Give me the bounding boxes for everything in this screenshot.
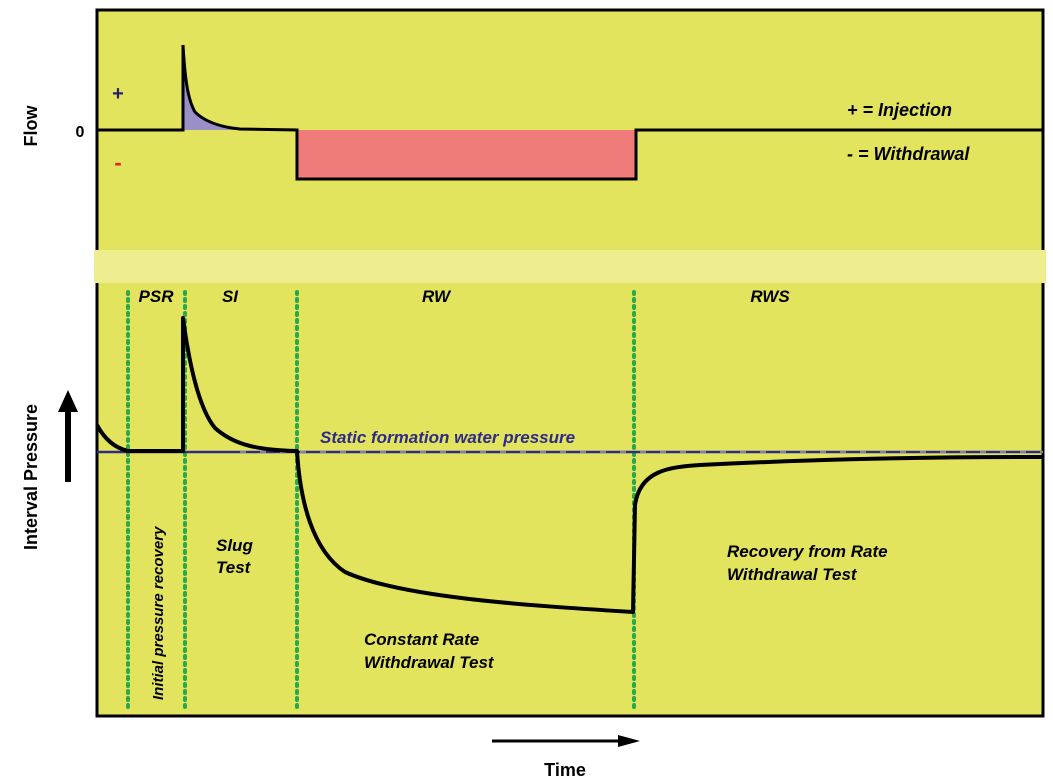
legend-injection: + = Injection — [847, 100, 952, 120]
diagram-frame — [95, 8, 1045, 718]
pressure-curve — [95, 316, 1044, 614]
flow-axis-label: Flow — [21, 105, 41, 147]
initial-recovery-label: Initial pressure recovery — [150, 526, 167, 700]
crw-label-2: Withdrawal Test — [364, 653, 495, 672]
injection-area — [183, 45, 240, 130]
recovery-label-2: Withdrawal Test — [727, 565, 858, 584]
frame-gap — [94, 250, 1046, 283]
phase-label-si: SI — [222, 287, 239, 306]
withdrawal-area — [297, 130, 636, 179]
legend-withdrawal: - = Withdrawal — [847, 144, 970, 164]
static-pressure-label: Static formation water pressure — [320, 428, 575, 447]
crw-label-1: Constant Rate — [364, 630, 479, 649]
flow-minus-sign: - — [114, 150, 121, 175]
time-arrow — [492, 735, 640, 747]
pressure-up-arrow — [58, 390, 78, 482]
phase-label-psr: PSR — [139, 287, 175, 306]
flow-curve — [97, 44, 1043, 181]
flow-plus-sign: + — [112, 83, 124, 105]
pressure-panel — [97, 283, 1043, 716]
phase-label-rws: RWS — [750, 287, 790, 306]
pressure-axis-label: Interval Pressure — [21, 404, 41, 550]
recovery-label-1: Recovery from Rate — [727, 542, 888, 561]
phase-label-rw: RW — [422, 287, 452, 306]
slug-test-label-1: Slug — [216, 536, 253, 555]
time-axis-label: Time — [544, 760, 586, 780]
flow-zero-label: 0 — [76, 124, 85, 141]
slug-test-label-2: Test — [216, 558, 252, 577]
